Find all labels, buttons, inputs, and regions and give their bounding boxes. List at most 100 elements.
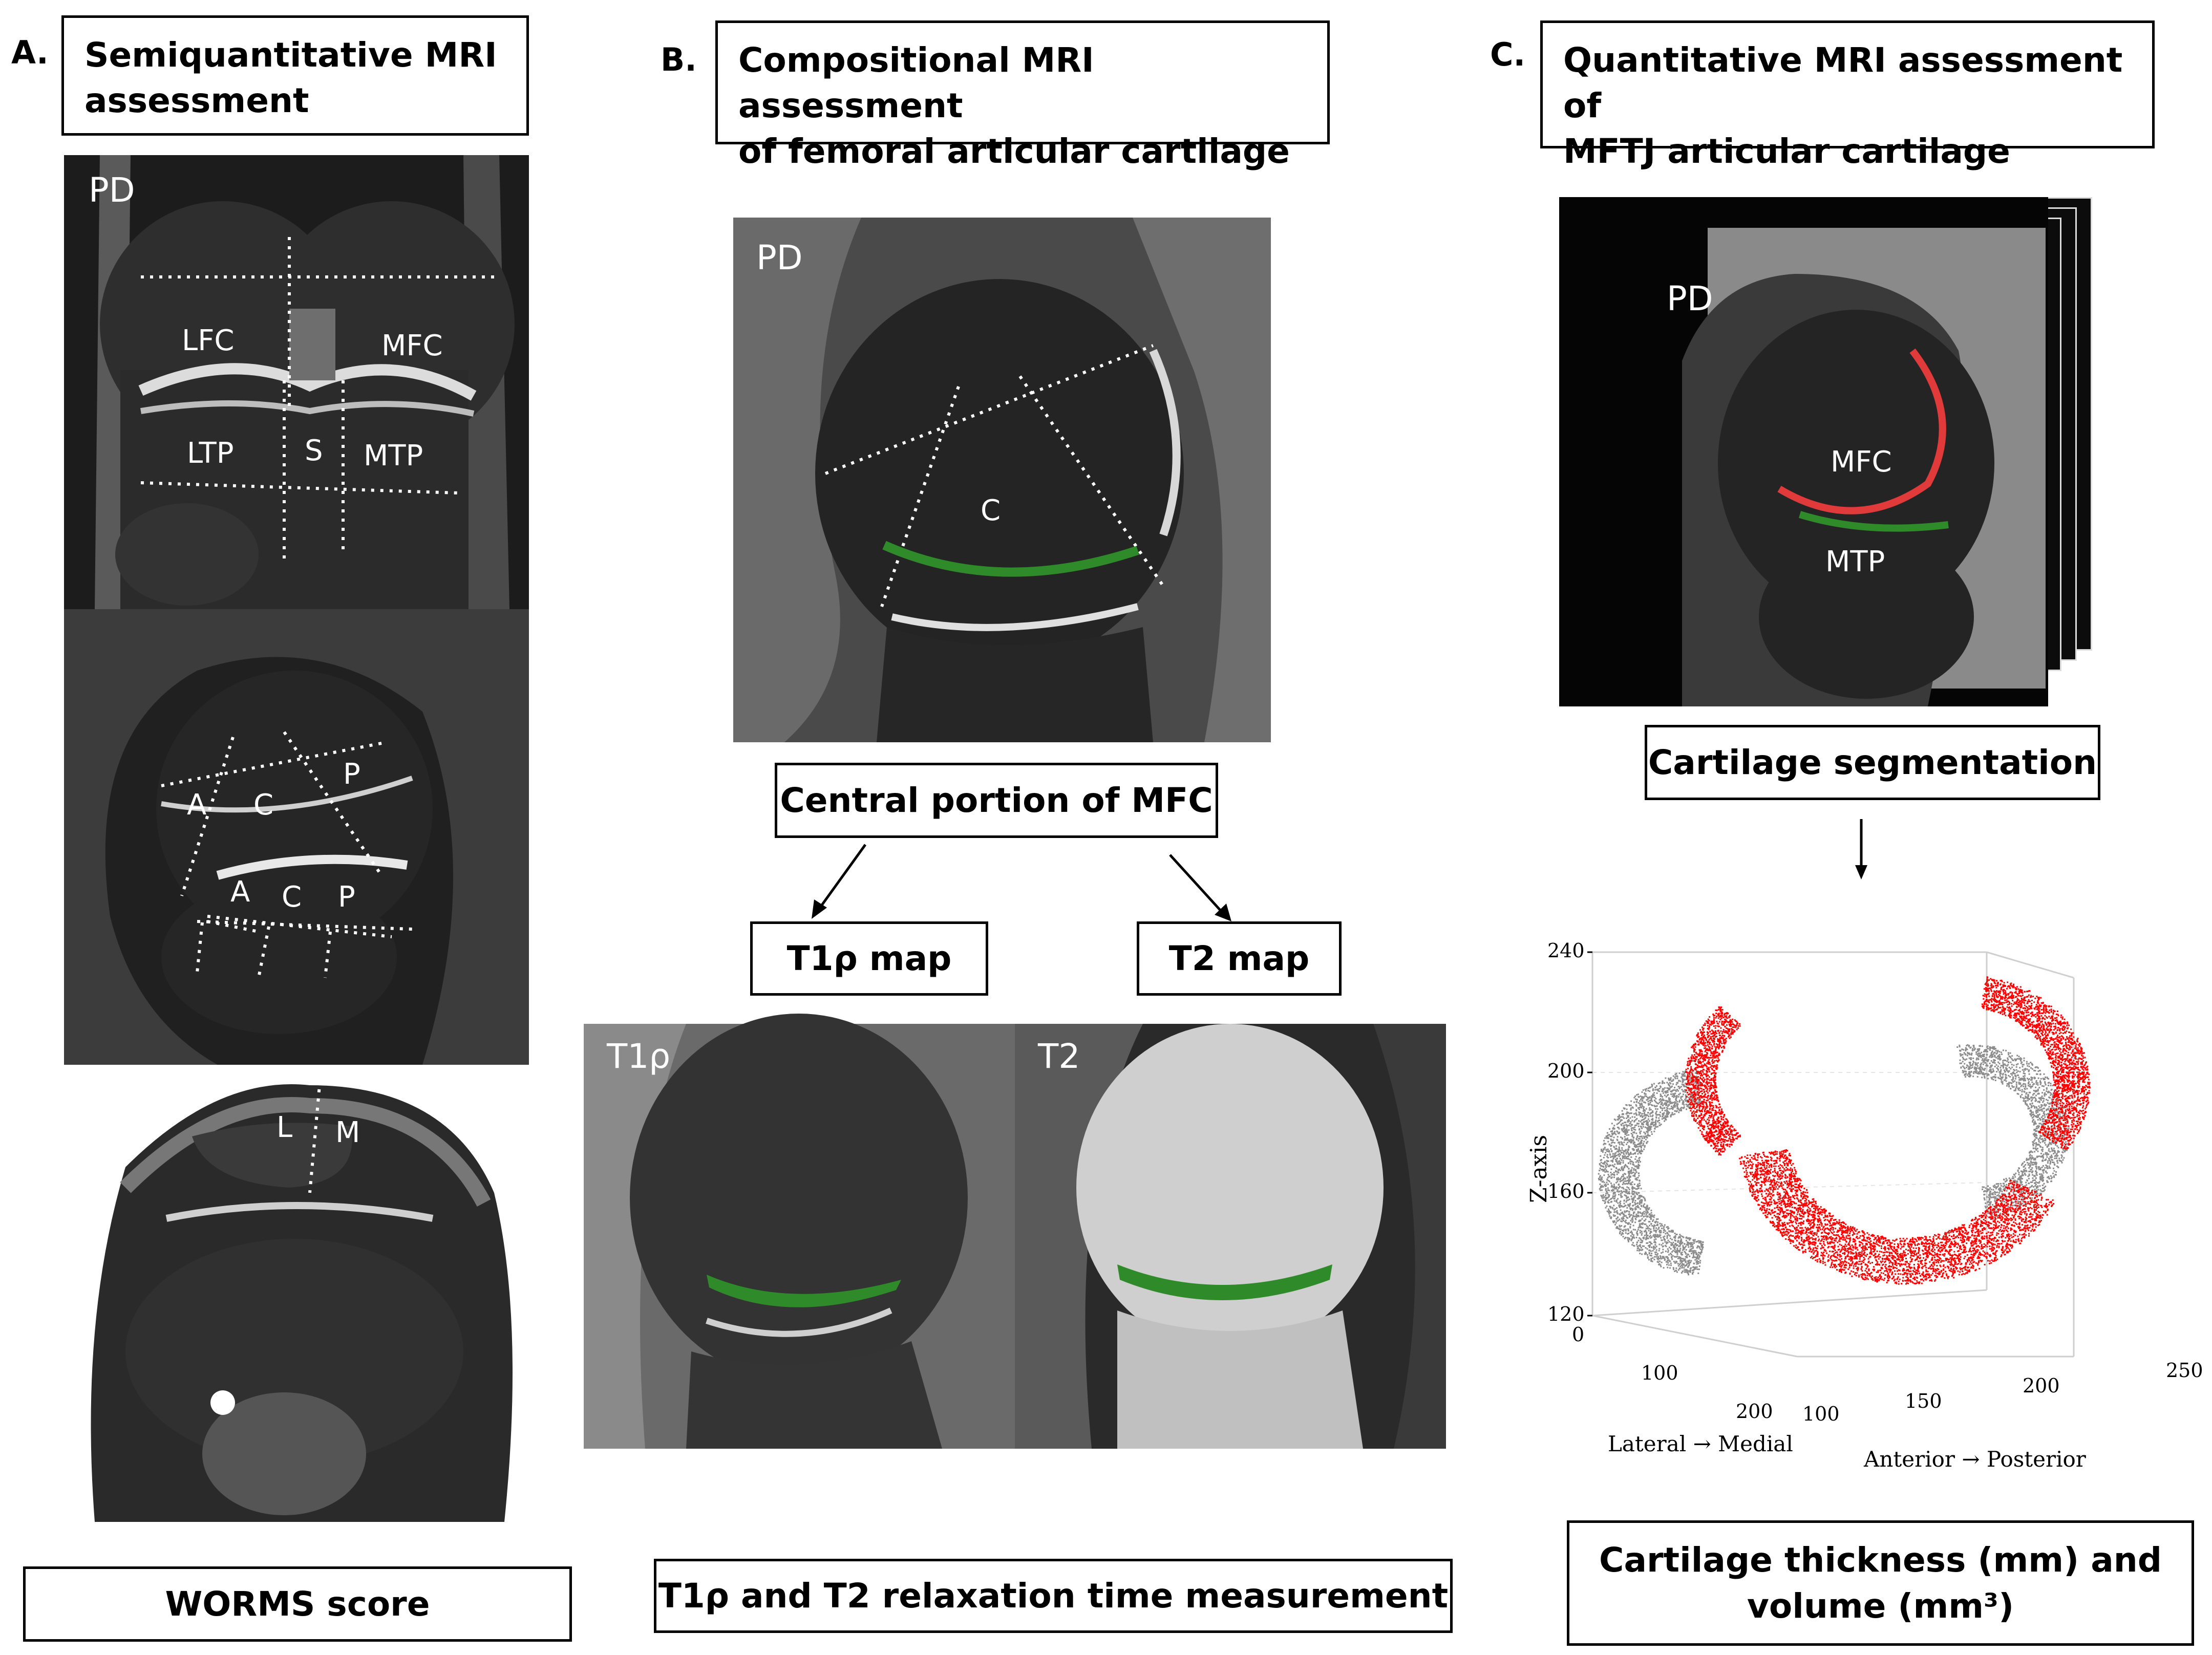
cloud-point xyxy=(1676,1248,1678,1250)
cloud-point xyxy=(1692,1244,1694,1245)
cloud-point xyxy=(2052,1162,2053,1163)
cloud-point xyxy=(1622,1157,1624,1159)
cloud-point xyxy=(1679,1100,1681,1102)
cloud-point xyxy=(1630,1170,1632,1172)
cloud-point xyxy=(1967,1055,1968,1057)
cloud-point xyxy=(1642,1145,1644,1146)
cloud-point xyxy=(1680,1086,1682,1088)
cloud-point xyxy=(1997,1061,2000,1063)
cloud-point xyxy=(2023,1057,2025,1059)
cloud-point xyxy=(1602,1169,1604,1170)
cloud-point xyxy=(2060,1160,2062,1162)
cloud-point xyxy=(2034,1159,2036,1161)
cloud-point xyxy=(1779,1223,1781,1226)
cloud-point xyxy=(1600,1180,1602,1181)
cloud-point xyxy=(2056,1165,2058,1167)
cloud-point xyxy=(1631,1233,1633,1235)
cloud-point xyxy=(1767,1156,1769,1158)
cloud-point xyxy=(1643,1238,1645,1240)
cloud-point xyxy=(2034,1070,2036,1072)
cloud-point xyxy=(1754,1155,1756,1157)
cloud-point xyxy=(1696,1086,1698,1088)
cloud-point xyxy=(1650,1241,1651,1243)
cloud-point xyxy=(1638,1111,1640,1113)
cloud-point xyxy=(1934,1244,1937,1246)
cloud-point xyxy=(1620,1228,1622,1230)
cloud-point xyxy=(1983,1073,1985,1076)
cloud-point xyxy=(1647,1215,1649,1217)
cloud-point xyxy=(1669,1103,1671,1105)
cloud-point xyxy=(1669,1108,1671,1110)
cloud-point xyxy=(1672,1093,1674,1095)
cloud-point xyxy=(1621,1218,1623,1220)
cloud-point xyxy=(1649,1135,1651,1137)
cloud-point xyxy=(2044,1081,2046,1083)
cloud-point xyxy=(2044,1103,2046,1105)
cloud-point xyxy=(1617,1162,1619,1164)
cloud-point xyxy=(2047,1091,2049,1093)
cloud-point xyxy=(2003,1079,2005,1081)
cloud-point xyxy=(1649,1115,1651,1117)
cloud-point xyxy=(2037,1090,2039,1092)
cloud-point xyxy=(1694,1081,1696,1083)
cloud-point xyxy=(1643,1196,1645,1198)
cloud-point xyxy=(1647,1101,1649,1103)
cloud-point xyxy=(1658,1114,1661,1116)
cloud-point xyxy=(2003,1193,2005,1195)
cloud-point xyxy=(1608,1194,1610,1196)
cloud-point xyxy=(1654,1126,1656,1128)
cloud-point xyxy=(1629,1226,1631,1228)
cloud-point xyxy=(2017,1195,2019,1197)
cloud-point xyxy=(1817,1221,1819,1223)
cloud-point xyxy=(1992,1204,1994,1206)
cloud-point xyxy=(1672,1107,1674,1109)
cloud-point xyxy=(1690,1106,1691,1108)
cloud-point xyxy=(1604,1184,1605,1186)
cloud-point xyxy=(1629,1215,1631,1217)
cloud-point xyxy=(1635,1206,1637,1208)
cloud-point xyxy=(1637,1138,1640,1140)
cloud-point xyxy=(1975,1071,1977,1073)
cloud-point xyxy=(2047,1144,2049,1146)
cloud-point xyxy=(2002,1060,2004,1062)
cloud-point xyxy=(1632,1187,1634,1189)
cloud-point xyxy=(1669,1082,1671,1084)
cloud-point xyxy=(1673,1245,1675,1247)
cloud-point xyxy=(1684,1271,1686,1273)
cloud-point xyxy=(1608,1151,1610,1153)
cloud-point xyxy=(1628,1179,1630,1181)
cloud-point xyxy=(1599,1167,1601,1169)
cloud-point xyxy=(2048,1165,2050,1167)
panel-a-title: Semiquantitative MRI assessment xyxy=(61,15,529,136)
cloud-point xyxy=(1993,1076,1995,1078)
cloud-point xyxy=(1647,1112,1649,1114)
cloud-point xyxy=(2002,1213,2004,1215)
cloud-point xyxy=(2015,1076,2017,1078)
cloud-point xyxy=(1689,1271,1691,1273)
cloud-point xyxy=(1989,1066,1991,1068)
cloud-point xyxy=(2044,1093,2046,1095)
cloud-point xyxy=(2048,1150,2050,1152)
cloud-point xyxy=(2015,1064,2017,1066)
cloud-point xyxy=(2022,1069,2024,1071)
cloud-point xyxy=(1633,1136,1635,1138)
cloud-point xyxy=(2051,1098,2053,1100)
cloud-point xyxy=(1676,1252,1678,1254)
cloud-point xyxy=(1994,1206,1996,1208)
cloud-point xyxy=(1618,1123,1619,1124)
cloud-point xyxy=(1699,1260,1701,1262)
cloud-point xyxy=(1965,1076,1967,1078)
cloud-point xyxy=(2012,1076,2014,1078)
cloud-point xyxy=(1975,1063,1977,1065)
cloud-point xyxy=(1984,1199,1986,1201)
cloud-point xyxy=(1689,1250,1691,1252)
cloud-point xyxy=(1636,1150,1638,1152)
cloud-point xyxy=(2027,1096,2029,1098)
cloud-point xyxy=(1636,1149,1637,1151)
cloud-point xyxy=(2041,1170,2044,1172)
cloud-point xyxy=(2050,1157,2052,1159)
cloud-point xyxy=(1605,1166,1607,1168)
cloud-point xyxy=(1658,1120,1660,1121)
cloud-point xyxy=(1670,1077,1672,1079)
cloud-point xyxy=(2042,1097,2044,1099)
